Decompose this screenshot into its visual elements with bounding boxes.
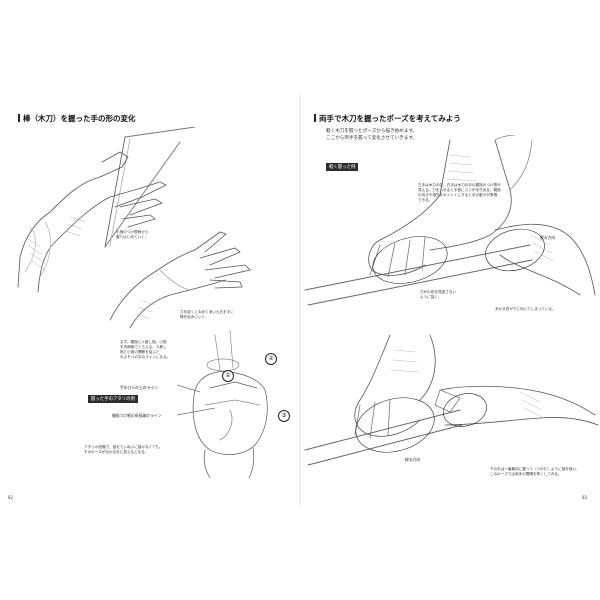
sketch-hand-relaxed [109, 231, 251, 329]
note-mid-1: 力がの形を見逃さない ように描く。 [420, 290, 456, 299]
left-heading-text: 棒（木刀）を握った手の形の変化 [23, 114, 136, 123]
label-palm-line: 手のひらの上のライン [120, 385, 158, 390]
heading-bar [314, 114, 316, 122]
right-heading-text: 両手で木刀を握ったポーズを考えてみよう [319, 114, 461, 123]
sketch-two-hands-light-grip [304, 135, 596, 306]
note-tips: 小指のつけ根側から 握りはじめていく。 [116, 230, 149, 239]
right-page: 両手で木刀を握ったポーズを考えてみよう 軽く木刀を握ったポーズから描き始めます。… [300, 95, 600, 505]
marker-3: ③ [278, 410, 290, 422]
heading-bar [18, 114, 20, 122]
note-top: 左手は木刀の弦、右手は木刀の手の親指のつけ根が 見える。力を入れると手首にスジが… [418, 183, 501, 202]
right-tag: 軽く握った例 [326, 163, 359, 171]
right-page-heading: 両手で木刀を握ったポーズを考えてみよう [314, 113, 461, 124]
book-spread: 棒（木刀）を握った手の形の変化 [0, 95, 600, 505]
label-grip-direction-1: 絞る方向 [540, 235, 556, 240]
marker-2: ② [265, 353, 277, 365]
left-page: 棒（木刀）を握った手の形の変化 [0, 95, 300, 505]
note-bottom: アタリの段階で、指をていねいに描かなくても、 そのポーズが伝わる手に見えるとなる… [84, 445, 163, 454]
page-number-right: 83 [582, 495, 588, 500]
left-page-heading: 棒（木刀）を握った手の形の変化 [18, 113, 136, 124]
label-grip-direction-2: 絞る方向 [405, 457, 421, 462]
marker-1: ① [222, 370, 234, 382]
sketch-hand-holding-stick [17, 127, 196, 293]
book-gutter [299, 95, 301, 505]
right-lead-text: 軽く木刀を握ったポーズから描き始めます。 ここから両手を握って変化させていきます… [326, 129, 418, 141]
note-mid-2: あかま肘が下に向いてしまっている。 [495, 307, 556, 311]
note-bottom-right: 下の手は一番最初に握って（つかむ）ように指を使い、 このポーズでは両手の間隔を狭… [490, 467, 580, 476]
page-number-left: 82 [8, 495, 14, 500]
sketch-two-hands-firm-grip [304, 334, 599, 466]
note-lines: まず、親指と人差し指、小指 を内側側でとらえる。人差し 指と小指の関節を結ぶと … [120, 340, 171, 359]
note-strong: 力を抜くと丸めて深い九五をすに 棒を包みにいく。 [180, 310, 234, 319]
left-tag: 握った手のアタリの例 [88, 395, 138, 403]
label-thumb-line: 親指つけ根の母指球のライン [112, 413, 162, 418]
